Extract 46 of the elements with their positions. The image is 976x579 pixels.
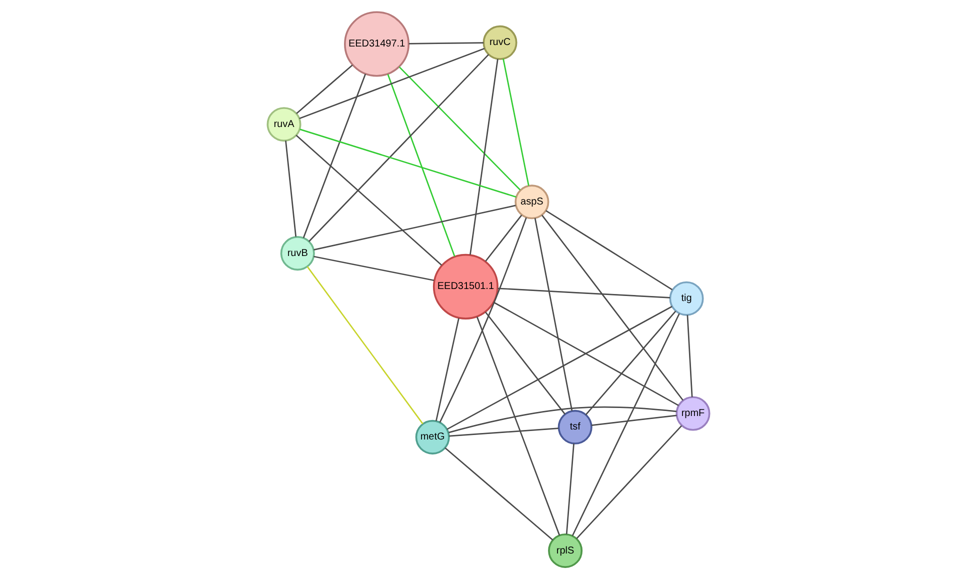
- connector: [306, 266, 423, 424]
- connector: [408, 42, 484, 44]
- node-circle: tsf: [557, 410, 592, 444]
- node-circle: aspS: [514, 184, 549, 220]
- connector: [448, 428, 558, 437]
- connector: [438, 217, 526, 423]
- connector: [296, 64, 352, 114]
- connector: [444, 447, 553, 540]
- node-circle: metG: [414, 420, 450, 454]
- connector: [484, 214, 522, 262]
- node-circle: rpmF: [675, 396, 710, 431]
- connector: [299, 128, 516, 198]
- connector: [386, 74, 455, 257]
- connector: [540, 214, 683, 401]
- connector: [308, 54, 489, 242]
- connector: [534, 218, 572, 411]
- connector: [565, 444, 574, 534]
- connector: [571, 313, 680, 536]
- connector: [502, 58, 529, 186]
- node-circle: EED31501.1: [432, 254, 498, 320]
- node-circle: ruvB: [280, 236, 314, 271]
- node-circle: ruvA: [266, 107, 301, 142]
- connector: [545, 210, 672, 290]
- connector: [590, 414, 676, 426]
- connector: [686, 315, 692, 398]
- connector: [446, 306, 672, 430]
- connector: [448, 406, 676, 434]
- node-circle: rplS: [548, 533, 582, 568]
- connector: [398, 66, 520, 190]
- connector: [298, 48, 484, 120]
- connector: [469, 58, 498, 255]
- node-circle: EED31497.1: [344, 11, 410, 77]
- connector: [284, 140, 296, 237]
- connector: [576, 425, 682, 539]
- connector: [313, 204, 516, 250]
- connector: [313, 256, 434, 282]
- connector: [497, 288, 670, 298]
- connector: [484, 312, 565, 415]
- connector: [434, 318, 459, 422]
- connector: [476, 316, 560, 536]
- connector: [584, 310, 676, 416]
- node-circle: ruvC: [482, 25, 517, 60]
- connector: [302, 74, 366, 238]
- connector: [295, 134, 442, 266]
- node-circle: tig: [668, 281, 704, 316]
- connector: [492, 302, 678, 406]
